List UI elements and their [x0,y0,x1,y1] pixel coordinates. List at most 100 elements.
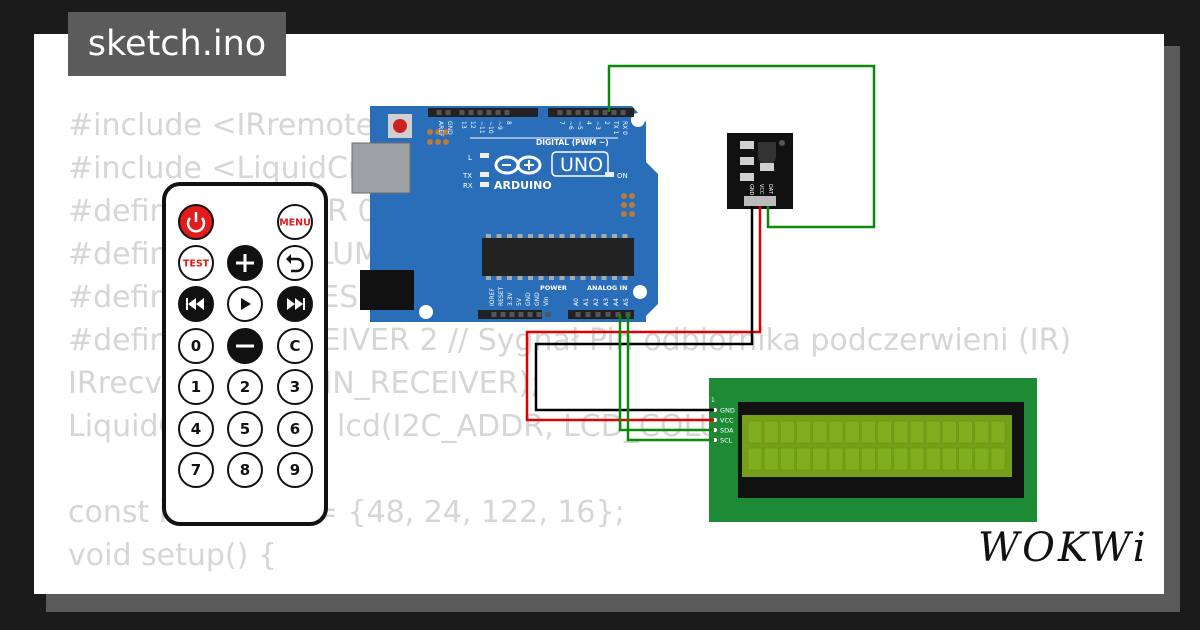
remote-button-label: 4 [191,420,201,438]
ir-pin-label: DAT [767,184,773,195]
remote-button-label: 6 [290,420,300,438]
digital-header-label: DIGITAL (PWM ~) [536,138,609,147]
remote-button[interactable]: MENU [277,204,313,240]
remote-button[interactable] [227,286,263,322]
next-icon [287,298,305,310]
power-pin-label: GND [534,292,541,306]
prev-icon [186,298,204,310]
ir-remote[interactable]: MENU TEST 0 C 1 2 3 4 5 6 7 8 9 [162,182,328,526]
digital-pin-label: 8 [505,121,512,125]
lcd-pin-label: GND [720,407,735,415]
remote-button[interactable]: 8 [227,452,263,488]
wire-sda [618,314,714,432]
led-on [605,172,614,177]
power-jack [360,270,414,310]
filename-badge: sketch.ino [68,12,286,76]
led-label-tx: TX [462,172,472,180]
digital-pin-label: RX 0 [621,121,628,135]
remote-button[interactable]: 9 [277,452,313,488]
wire-signal [607,64,876,229]
analog-pin-label: A5 [623,298,630,306]
digital-pin-label: ~3 [594,121,601,130]
usb-port [351,142,411,194]
digital-header-left [428,108,538,117]
remote-button-label: 3 [290,378,300,396]
led-rx [480,182,489,187]
remote-button-label: 1 [191,378,201,396]
power-pin-label: Vin [543,296,550,306]
analog-pin-label: A3 [603,298,610,306]
analog-pin-label: A2 [593,298,600,306]
analog-header [568,310,634,319]
remote-button-label: TEST [183,259,210,270]
remote-button[interactable] [227,328,263,364]
code-line: void setup() { [68,538,277,573]
led-label-on: ON [617,172,628,180]
remote-button[interactable]: 4 [178,411,214,447]
wires [525,64,876,442]
remote-button[interactable]: 6 [277,411,313,447]
power-icon [186,212,206,233]
digital-pin-label: 13 [460,121,467,129]
power-label: POWER [540,284,567,292]
remote-button-label: C [289,337,300,355]
remote-button[interactable] [277,245,313,281]
remote-button-label: 0 [191,337,201,355]
digital-pin-label: 12 [469,121,476,129]
remote-button-grid: MENU TEST 0 C 1 2 3 4 5 6 7 8 9 [178,204,313,488]
remote-button-label: 8 [240,461,250,479]
remote-button[interactable] [277,286,313,322]
remote-button[interactable]: 5 [227,411,263,447]
led-label-l: L [468,154,472,162]
remote-button[interactable]: 3 [277,369,313,405]
wire-vcc [525,206,762,422]
analog-pin-label: A0 [573,298,580,306]
digital-pin-label: 7 [558,121,565,125]
power-pin-label: RESET [498,286,505,306]
digital-pin-label: ~5 [576,121,583,130]
arduino-model: UNO [560,154,603,176]
reset-button-cap[interactable] [393,119,407,133]
remote-button[interactable] [227,245,263,281]
digital-pin-label: ~9 [496,121,503,130]
lcd-pin-label: VCC [720,417,734,425]
arduino-logo [494,155,542,175]
analog-pin-label: A4 [613,298,620,306]
back-icon [286,254,305,273]
remote-button[interactable] [178,204,214,240]
atmega-chip [482,238,634,276]
remote-button-label: 9 [290,461,300,479]
digital-pin-label: 2 [603,121,610,125]
digital-pin-label: ~10 [487,121,494,134]
digital-pin-label: GND [446,121,453,135]
plus-icon [236,254,254,272]
led-label-rx: RX [463,182,473,190]
remote-button-label: 2 [240,378,250,396]
remote-button[interactable]: 0 [178,328,214,364]
remote-button[interactable]: 7 [178,452,214,488]
remote-button[interactable]: C [277,328,313,364]
remote-button[interactable]: TEST [178,245,214,281]
wire-gnd [534,206,754,412]
lcd-pin1-label: 1 [711,397,715,404]
wire-scl [626,314,714,442]
remote-button-label: 7 [191,461,201,479]
digital-header-right [548,108,634,117]
remote-button[interactable]: 2 [227,369,263,405]
remote-button[interactable]: 1 [178,369,214,405]
digital-pin-label: 4 [585,121,592,125]
power-pin-label: 5V [516,297,523,306]
lcd-pin-label: SDA [720,427,734,435]
analog-pin-label: A1 [583,298,590,306]
mount-hole [633,285,647,299]
digital-pin-label: TX 1 [612,120,619,135]
power-pin-label: GND [525,292,532,306]
led-tx [480,172,489,177]
remote-button[interactable] [178,286,214,322]
play-icon [241,298,251,310]
power-pin-label: 3.3V [507,291,514,306]
analog-label: ANALOG IN [587,284,627,292]
